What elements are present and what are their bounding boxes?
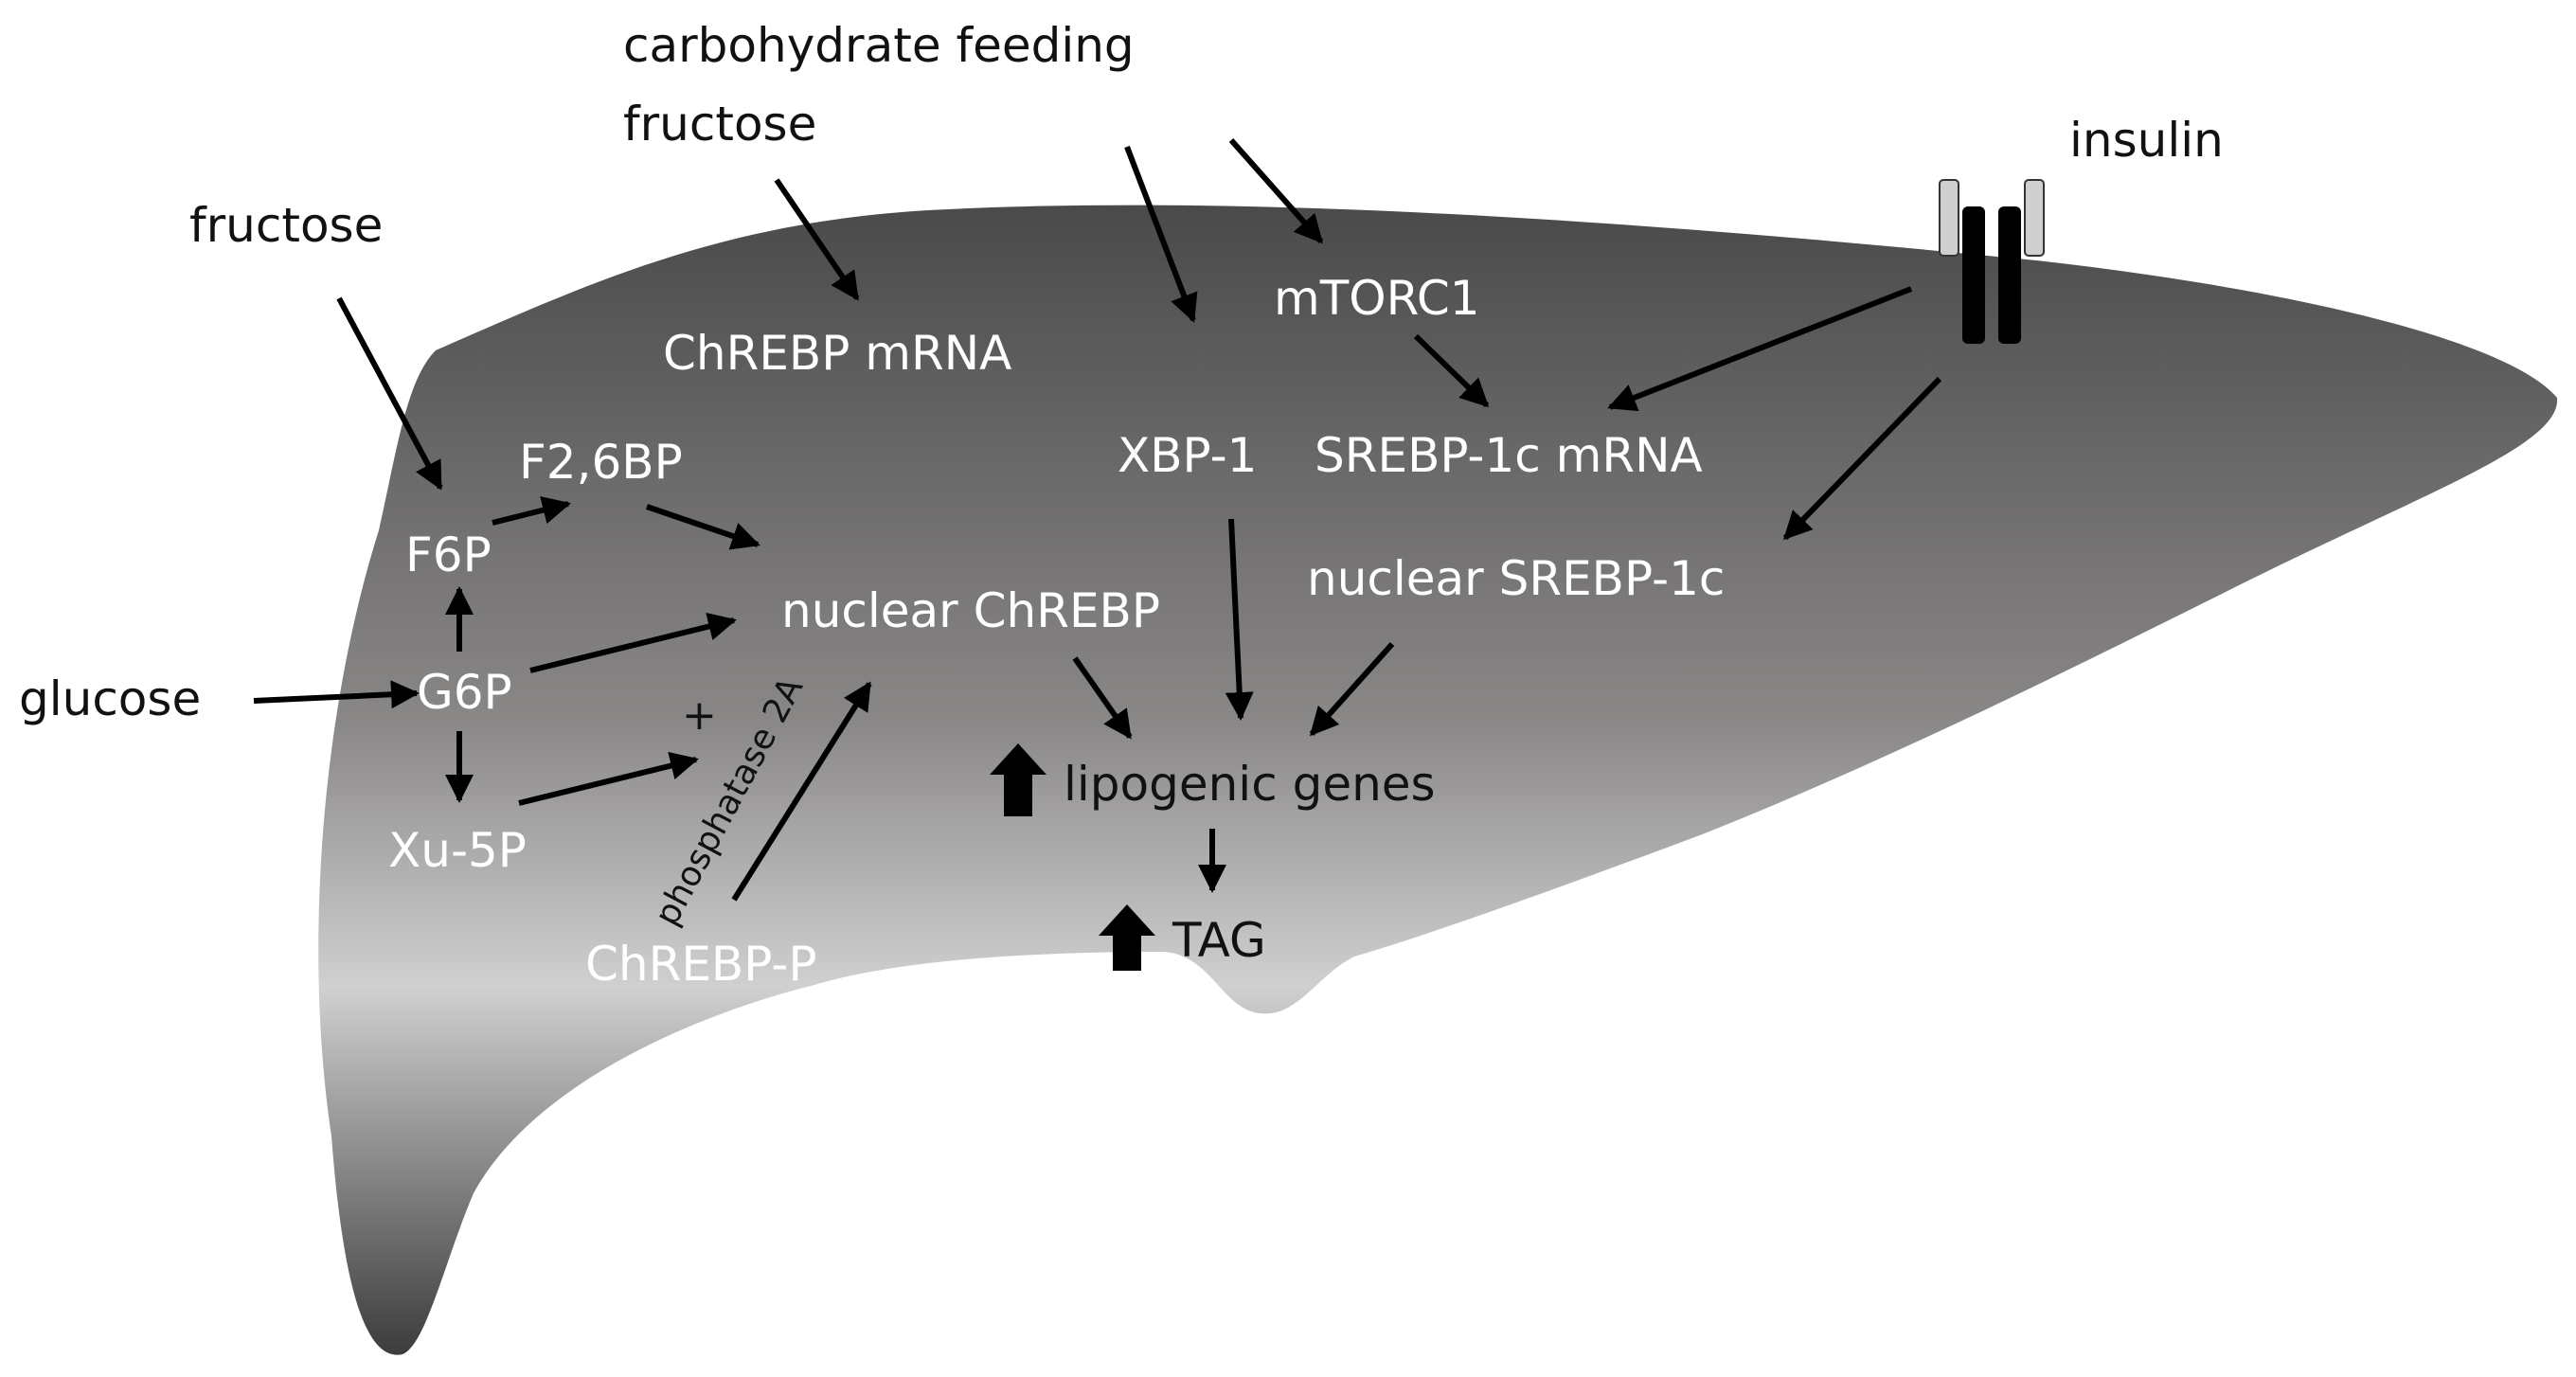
- arrow-mtorc1-srebp1c-mrna: [1413, 333, 1490, 408]
- label-carbohydrate-feeding: carbohydrate feeding: [623, 18, 1135, 73]
- arrow-fructose-chrebp-mrna: [774, 178, 860, 301]
- label-fructose-left: fructose: [189, 198, 383, 253]
- liver-shape: [318, 205, 2558, 1355]
- arrow-glucose-g6p: [253, 680, 420, 709]
- label-xbp1: XBP-1: [1118, 428, 1257, 483]
- arrow-feeding-xbp1: [1124, 145, 1198, 323]
- label-glucose: glucose: [19, 671, 201, 726]
- thick-up-arrow-icon: [1099, 904, 1155, 971]
- label-tag: TAG: [1172, 913, 1266, 968]
- thick-up-arrow-icon: [990, 743, 1046, 816]
- insulin-receptor-icon: [1939, 179, 2045, 344]
- label-insulin: insulin: [2069, 113, 2224, 168]
- arrow-feeding-mtorc1: [1228, 138, 1324, 244]
- label-chrebp-mrna: ChREBP mRNA: [663, 326, 1011, 381]
- label-srebp1c-mrna: SREBP-1c mRNA: [1315, 428, 1703, 483]
- arrow-xbp1-lipogenic: [1225, 518, 1254, 721]
- arrow-g6p-nuclear-chrebp: [529, 612, 737, 673]
- arrow-xu5p-plus: [518, 751, 699, 806]
- arrow-nuclear-srebp1c-lipogenic: [1309, 641, 1395, 737]
- label-f6p: F6P: [405, 528, 492, 582]
- arrow-f6p-f26bp: [492, 495, 571, 526]
- arrow-insulin-srebp1c-mrna: [1607, 286, 1913, 412]
- arrows: [253, 138, 1942, 902]
- arrow-f26bp-nuclear-chrebp: [646, 504, 760, 550]
- arrow-chrebp-p-nuclear-chrebp: [731, 681, 872, 902]
- arrow-fructose-f6p: [336, 296, 443, 491]
- label-nuclear-srebp1c: nuclear SREBP-1c: [1307, 551, 1725, 606]
- label-mtorc1: mTORC1: [1274, 271, 1480, 326]
- label-g6p: G6P: [417, 665, 512, 720]
- label-fructose-top: fructose: [623, 97, 816, 152]
- arrow-insulin-nuclear-srebp1c: [1782, 376, 1942, 541]
- label-lipogenic-genes: lipogenic genes: [1064, 757, 1436, 812]
- label-f26bp: F2,6BP: [519, 435, 683, 490]
- arrow-nuclear-chrebp-lipogenic: [1072, 656, 1133, 740]
- label-chrebp-p: ChREBP-P: [585, 937, 816, 992]
- label-nuclear-chrebp: nuclear ChREBP: [781, 583, 1160, 638]
- label-plus: +: [682, 691, 717, 740]
- label-xu5p: Xu-5P: [388, 823, 527, 878]
